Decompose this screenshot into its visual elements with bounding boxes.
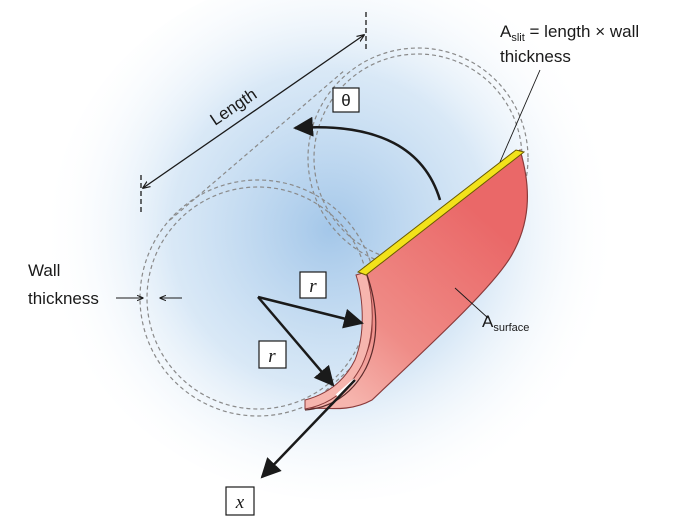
- a-slit-label: Aslit = length × wall: [500, 22, 639, 44]
- a-surface-leader: [454, 287, 489, 319]
- length-dimension-arrow: [143, 35, 364, 188]
- a-surface-label: Asurface: [482, 312, 529, 334]
- a-slit-label-line2: thickness: [500, 47, 571, 66]
- a-slit-leader: [499, 69, 541, 163]
- wall-face: [304, 271, 373, 410]
- r-lower-box: [258, 340, 287, 369]
- radius-arrow-lower: [257, 296, 335, 387]
- front-edge-arc: [304, 271, 377, 411]
- wall-thickness-label-line2: thickness: [28, 289, 99, 308]
- x-axis-label: x: [235, 492, 245, 513]
- theta-label-box: [332, 87, 360, 113]
- background-glow: [50, 0, 630, 500]
- theta-label: θ: [341, 91, 350, 110]
- wall-thickness-label-line1: Wall: [28, 261, 60, 280]
- r-upper-label: r: [309, 276, 317, 297]
- radius-arrow-upper: [257, 295, 364, 329]
- x-axis-box: [225, 486, 255, 516]
- slit-strip: [356, 149, 526, 276]
- r-lower-label: r: [268, 346, 276, 367]
- theta-arc-arrow: [293, 116, 442, 201]
- r-upper-box: [299, 271, 327, 299]
- x-axis-arrow: [260, 379, 356, 479]
